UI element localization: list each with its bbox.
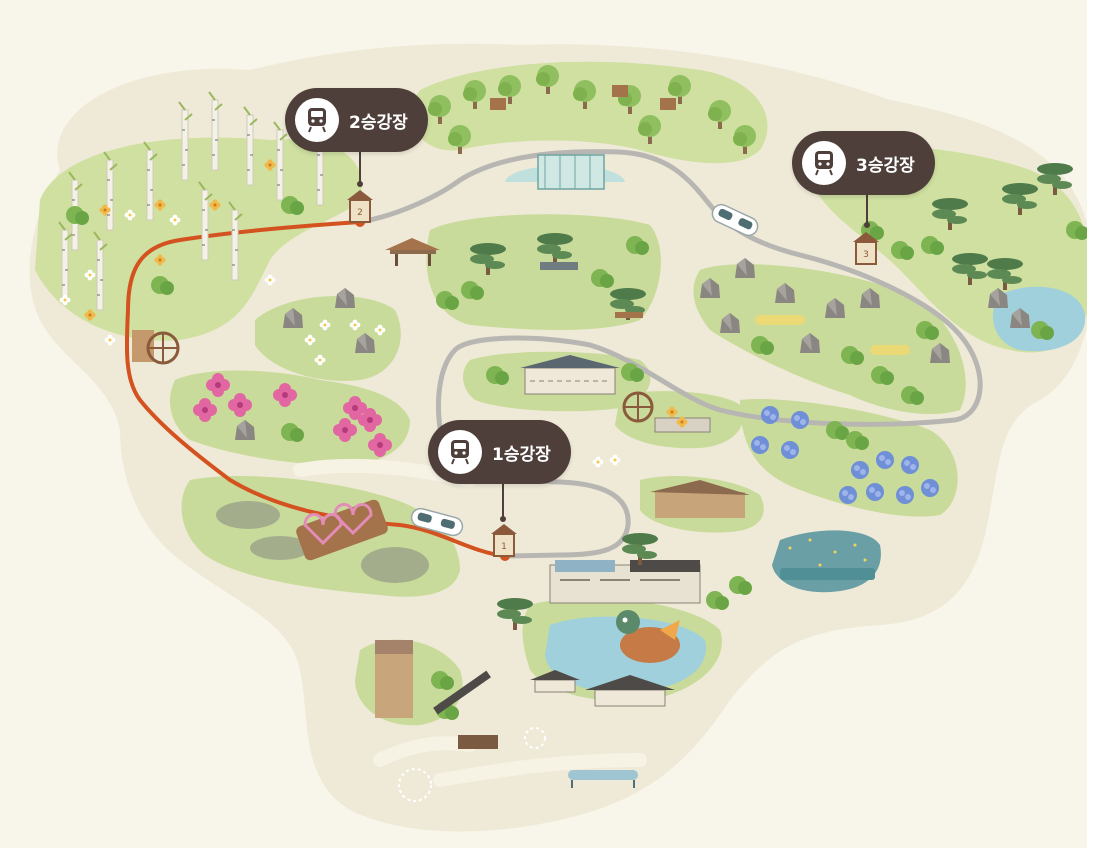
pin-stem-3 bbox=[866, 194, 868, 224]
train-icon bbox=[438, 430, 482, 474]
hanok-wall bbox=[520, 355, 620, 395]
pin-dot-2 bbox=[357, 181, 363, 187]
svg-text:1: 1 bbox=[501, 542, 507, 552]
pin-dot-3 bbox=[864, 222, 870, 228]
stop-sign-2: 2 bbox=[346, 189, 374, 223]
svg-text:3: 3 bbox=[863, 250, 869, 260]
mandarin-duck bbox=[616, 610, 680, 663]
lawn-rock-garden bbox=[693, 264, 966, 415]
water-mill-west bbox=[132, 330, 180, 365]
station-label: 1승강장 bbox=[492, 444, 551, 465]
main-building bbox=[549, 560, 701, 604]
pin-dot-1 bbox=[500, 516, 506, 522]
water-mill-center bbox=[622, 391, 711, 433]
visitor-building bbox=[650, 480, 750, 518]
pavilion-north bbox=[385, 238, 440, 266]
train-route bbox=[124, 220, 507, 558]
pond-east bbox=[992, 286, 1086, 352]
station-label: 2승강장 bbox=[349, 112, 408, 133]
pin-stem-1 bbox=[502, 483, 504, 519]
train-icon bbox=[802, 141, 846, 185]
tram-north bbox=[711, 203, 759, 237]
stop-sign-3: 3 bbox=[852, 231, 880, 265]
heart-bridge bbox=[296, 499, 388, 561]
tram-south bbox=[410, 507, 464, 537]
stop-sign-1: 1 bbox=[490, 523, 518, 557]
south-shelter bbox=[568, 770, 638, 788]
pin-stem-2 bbox=[359, 152, 361, 184]
station-pin-2[interactable]: 2승강장 bbox=[285, 88, 428, 152]
station-pin-1[interactable]: 1승강장 bbox=[428, 420, 571, 484]
station-label: 3승강장 bbox=[856, 155, 915, 176]
lawn-azalea bbox=[170, 370, 410, 465]
right-edge-strip bbox=[1087, 0, 1095, 848]
station-pin-3[interactable]: 3승강장 bbox=[792, 131, 935, 195]
svg-text:2: 2 bbox=[357, 208, 363, 218]
greenhouse bbox=[505, 154, 625, 190]
train-icon bbox=[295, 98, 339, 142]
hanok-pavilion bbox=[530, 670, 675, 707]
